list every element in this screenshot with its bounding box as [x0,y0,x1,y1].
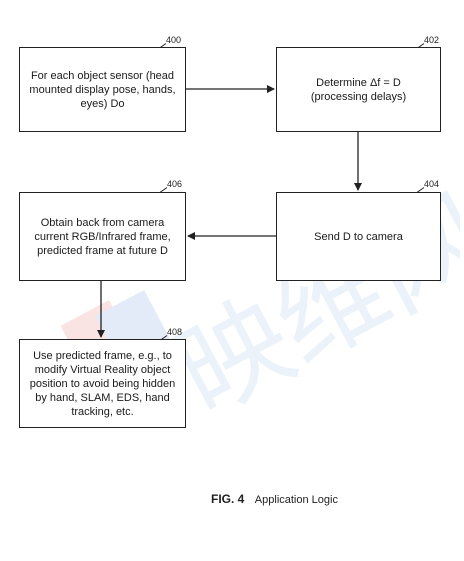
ref-402: 402 [424,35,440,45]
step-406-box: Obtain back from camera current RGB/Infr… [19,192,186,281]
figure-label: FIG. 4 [211,492,245,506]
step-402-box: Determine Δf = D (processing delays) [276,47,441,132]
ref-400: 400 [166,35,182,45]
step-406-text: Obtain back from camera current RGB/Infr… [34,216,171,257]
figure-title: Application Logic [254,494,338,506]
ref-408: 408 [167,327,183,337]
step-404-text: Send D to camera [314,230,403,243]
ref-406: 406 [167,179,183,189]
step-404-box: Send D to camera [276,192,441,281]
figure-caption: FIG. 4 Application Logic [211,492,338,506]
step-408-text: Use predicted frame, e.g., to modify Vir… [29,349,176,418]
step-400-box: For each object sensor (head mounted dis… [19,47,186,132]
ref-404: 404 [424,179,440,189]
step-402-text: Determine Δf = D (processing delays) [310,76,407,103]
step-400-text: For each object sensor (head mounted dis… [29,69,176,110]
step-408-box: Use predicted frame, e.g., to modify Vir… [19,339,186,428]
